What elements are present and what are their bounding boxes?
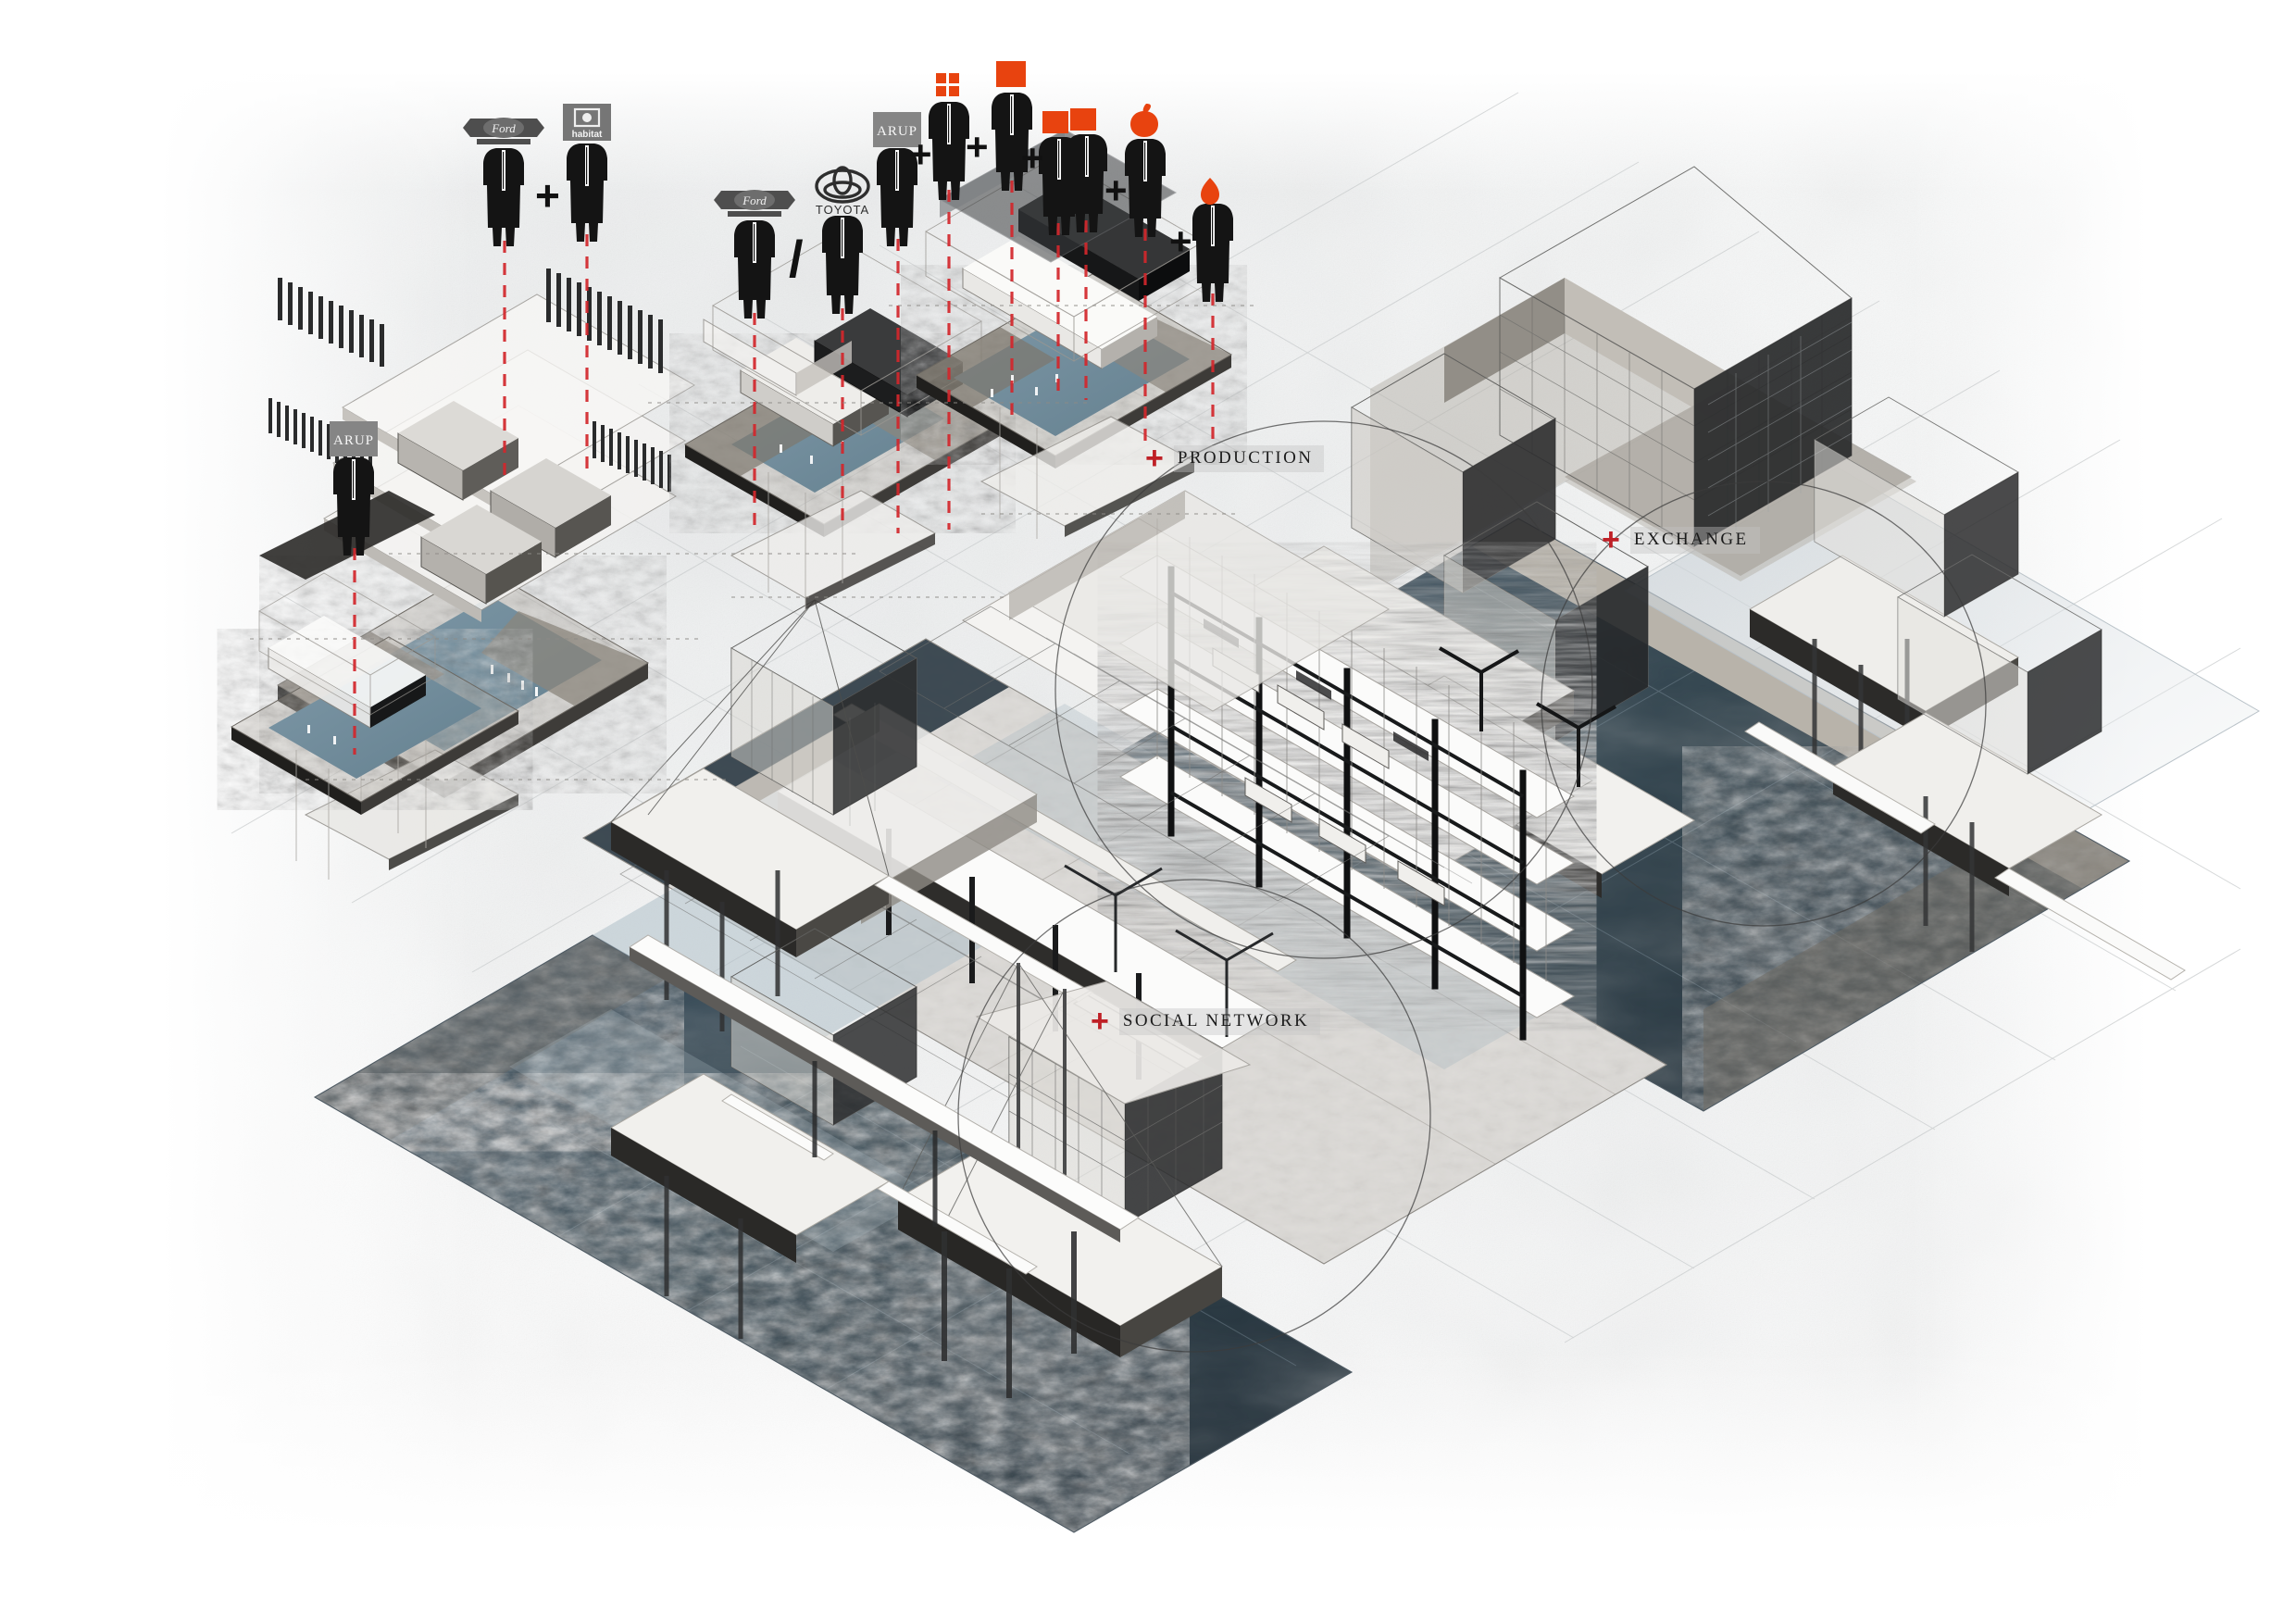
svg-text:ARUP: ARUP	[877, 124, 917, 139]
svg-text:TOYOTA: TOYOTA	[816, 203, 869, 217]
actor-apple-2[interactable]	[1192, 178, 1233, 302]
alignment-guides	[250, 305, 1259, 781]
svg-text:Ford: Ford	[742, 194, 767, 207]
habitat-logo-icon: habitat	[563, 104, 611, 141]
block-logo-icon	[1042, 111, 1068, 133]
actor-red-1[interactable]	[929, 73, 969, 200]
operator-plus: +	[1169, 219, 1192, 263]
toyota-logo-icon: TOYOTA	[815, 166, 870, 217]
actor-arup-2[interactable]: ARUP	[873, 112, 921, 246]
actor-apple-1[interactable]	[1125, 104, 1166, 237]
actor-arup-1[interactable]: ARUP	[330, 421, 378, 556]
arup-logo-icon: ARUP	[873, 112, 921, 147]
actor-red-4[interactable]	[1067, 108, 1107, 232]
west-pavilion-cluster	[610, 599, 1093, 1031]
ford-logo-icon: Ford	[714, 190, 795, 217]
svg-text:Ford: Ford	[491, 121, 516, 135]
actor-ford-2[interactable]: Ford	[714, 190, 795, 319]
actor-ford-1[interactable]: Ford	[463, 118, 544, 246]
long-bridge-deck	[629, 934, 1140, 1243]
arup-logo-icon: ARUP	[330, 421, 378, 456]
operator-plus: +	[966, 125, 989, 169]
east-pavilions	[1744, 396, 2186, 981]
ford-logo-icon: Ford	[463, 118, 544, 144]
production-megastructure	[879, 490, 1616, 1041]
operator-plus: +	[1021, 136, 1044, 180]
social-network-pavilion	[610, 928, 1252, 1398]
grid-logo-icon	[936, 73, 959, 96]
apple-logo-icon	[1130, 104, 1158, 137]
actor-red-3[interactable]	[1039, 111, 1079, 235]
actor-habitat-1[interactable]: habitat	[563, 104, 611, 242]
flame-logo-icon	[1201, 178, 1219, 205]
projection-drop-lines	[353, 181, 1215, 755]
block-logo-icon	[1070, 108, 1096, 131]
block-logo-icon	[996, 61, 1026, 87]
actor-toyota-1[interactable]: TOYOTA	[815, 166, 870, 314]
operator-plus: +	[909, 132, 932, 176]
svg-text:habitat: habitat	[572, 130, 603, 140]
operator-slash: /	[789, 230, 804, 288]
operator-plus: +	[535, 171, 560, 219]
svg-text:ARUP: ARUP	[333, 433, 374, 448]
operator-plus: +	[1104, 169, 1128, 212]
focus-rings	[957, 420, 1987, 1353]
actor-red-2[interactable]	[992, 61, 1032, 191]
